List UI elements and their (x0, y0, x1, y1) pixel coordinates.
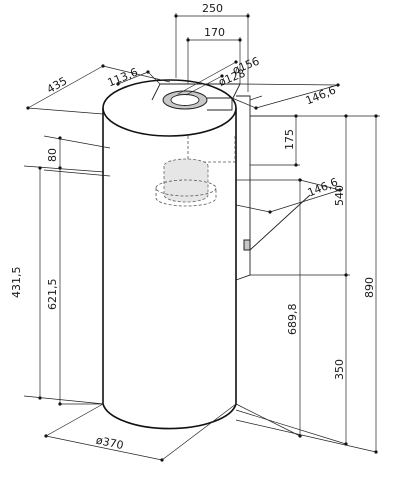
dim-621-label: 621,5 (46, 279, 59, 311)
dim-890-label: 890 (363, 277, 376, 298)
dim-370-label: ø370 (95, 434, 125, 452)
dim-435-label: 435 (45, 74, 70, 96)
dim-250-label: 250 (202, 2, 223, 15)
dim-370 (44, 403, 237, 462)
dim-350-label: 350 (333, 359, 346, 380)
dim-top-widths (174, 13, 250, 92)
dim-689-label: 689,8 (286, 304, 299, 336)
dim-689 (235, 178, 302, 438)
internal-duct-dashed (155, 136, 236, 207)
wall-bracket (235, 95, 311, 281)
dim-80-label: 80 (46, 148, 59, 162)
dim-540-label: 540 (333, 185, 346, 206)
top-duct (151, 83, 241, 111)
dim-146-mid (235, 179, 342, 214)
dim-435 (26, 64, 171, 115)
dim-right-heights (235, 114, 380, 454)
dim-175-label: 175 (283, 129, 296, 150)
dim-113 (116, 70, 161, 86)
dim-146-top-label: 146,6 (304, 84, 338, 108)
dim-left-heights (23, 165, 105, 406)
dim-duct-diameters (177, 60, 238, 96)
dim-146-top (231, 83, 340, 110)
dim-170-label: 170 (204, 26, 225, 39)
hood-cylinder (102, 79, 237, 430)
dim-431-label: 431,5 (10, 267, 23, 299)
